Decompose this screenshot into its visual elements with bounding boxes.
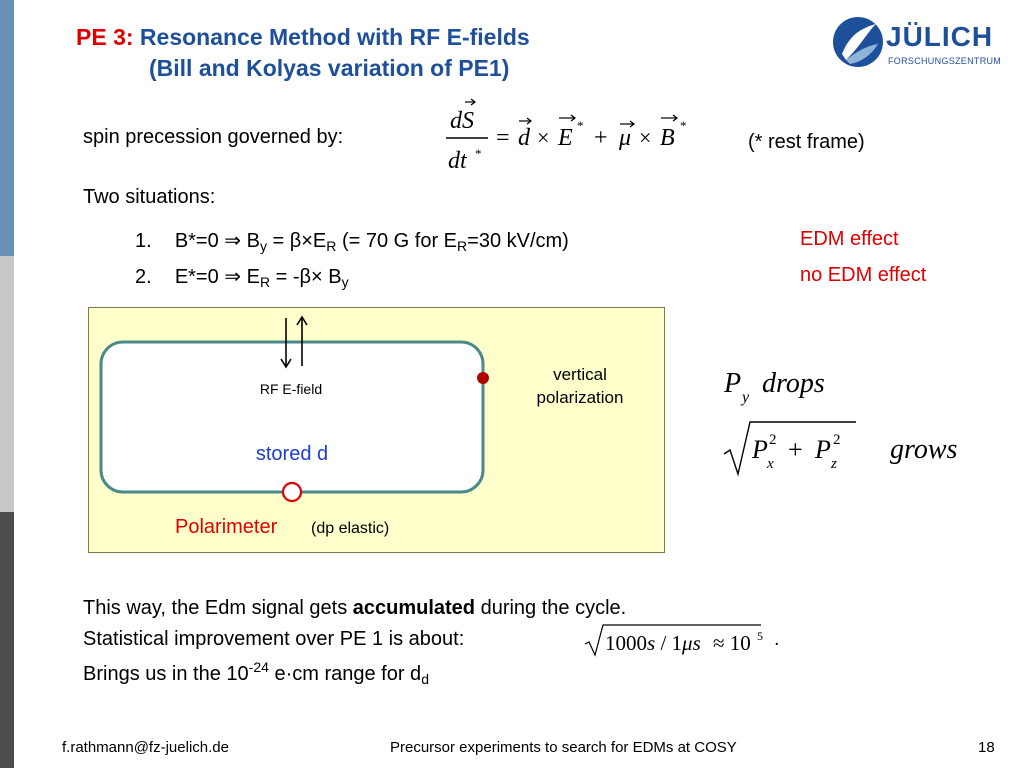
drops-word: drops <box>762 368 825 399</box>
situation-1-tail: =30 kV/cm) <box>467 230 569 252</box>
svg-text:x: x <box>766 456 774 472</box>
vertical-label: vertical <box>553 365 607 384</box>
svg-text:y: y <box>740 389 750 406</box>
situation-2-sub-r: R <box>259 274 271 290</box>
svg-text:P: P <box>814 435 831 464</box>
svg-text:+: + <box>788 435 803 464</box>
rf-field-label: RF E-field <box>260 381 322 397</box>
rest-frame-note: (* rest frame) <box>748 131 865 153</box>
situation-2-mid: = -β× B <box>270 266 342 288</box>
side-bar-dark <box>0 512 14 768</box>
side-bar-blue <box>0 0 14 256</box>
situation-1-paren: (= 70 G for E <box>336 230 458 252</box>
body-line-2: Statistical improvement over PE 1 is abo… <box>83 628 465 650</box>
storage-ring-shape <box>99 340 485 494</box>
situation-2-num: 2. <box>135 266 152 288</box>
situation-1-text: B*=0 ⇒ B <box>174 230 260 252</box>
logo-wordmark: JÜLICH <box>886 21 994 52</box>
ring-diagram: RF E-field stored d vertical polarizatio… <box>88 307 665 553</box>
dd-subscript: d <box>421 671 429 687</box>
svg-text:*: * <box>475 146 482 161</box>
svg-text:*: * <box>680 118 687 133</box>
svg-text:5: 5 <box>757 629 763 643</box>
polarization-dot-icon <box>477 372 489 384</box>
title-main: Resonance Method with RF E-fields <box>139 24 530 50</box>
svg-text:2: 2 <box>769 432 777 448</box>
footer-title: Precursor experiments to search for EDMs… <box>390 739 737 756</box>
spin-text: spin precession governed by: <box>83 126 344 148</box>
no-edm-effect-label: no EDM effect <box>800 264 927 286</box>
polarimeter-note: (dp elastic) <box>311 520 389 537</box>
svg-text:d: d <box>518 125 531 151</box>
spin-equation: dS dt * = d × E * + μ × B * <box>446 98 687 174</box>
improvement-formula: 1000s / 1μs ≈ 10 5 <box>584 624 763 657</box>
svg-text:dt: dt <box>448 148 468 174</box>
body-line-1-a: This way, the Edm signal gets <box>83 597 353 619</box>
py-drops-formula: P y drops <box>723 368 825 406</box>
polarimeter-marker-icon <box>281 481 303 503</box>
situation-2: 2. E*=0 ⇒ ER = -β× By <box>135 264 349 290</box>
svg-text:1000s / 1μs: 1000s / 1μs <box>605 631 701 655</box>
svg-text:dS: dS <box>450 108 474 134</box>
body-line-1: This way, the Edm signal gets accumulate… <box>83 597 626 620</box>
title-line2: (Bill and Kolyas variation of PE1) <box>149 55 510 81</box>
stored-d-label: stored d <box>256 443 328 465</box>
svg-text:×: × <box>537 125 549 150</box>
situation-2-text: E*=0 ⇒ E <box>174 266 260 288</box>
rf-field-arrows-icon <box>280 315 308 369</box>
two-situations: Two situations: <box>83 186 216 208</box>
polarimeter-label: Polarimeter <box>175 516 278 538</box>
slide-title: PE 3: Resonance Method with RF E-fields … <box>76 22 530 84</box>
svg-text:B: B <box>660 125 675 151</box>
pxpz-grows-formula: P 2 x + P 2 z grows <box>723 421 958 477</box>
situation-1: 1. B*=0 ⇒ By = β×ER (= 70 G for ER=30 kV… <box>135 228 569 254</box>
title-prefix: PE 3: <box>76 24 134 50</box>
juelich-logo: JÜLICH FORSCHUNGSZENTRUM <box>832 14 1002 74</box>
edm-effect-label: EDM effect <box>800 228 899 250</box>
polarization-label: polarization <box>537 388 624 407</box>
page-number: 18 <box>978 739 995 756</box>
svg-text:P: P <box>723 368 741 399</box>
situation-1-sub-r2: R <box>457 238 468 254</box>
situation-1-sub-y: y <box>259 238 267 254</box>
svg-text:P: P <box>751 435 768 464</box>
side-bar-gray <box>0 256 14 512</box>
footer-email: f.rathmann@fz-juelich.de <box>62 739 229 756</box>
body-line-3: Brings us in the 10-24 e·cm range for dd <box>83 659 429 687</box>
svg-text:*: * <box>577 118 584 133</box>
svg-text:≈ 10: ≈ 10 <box>713 631 751 655</box>
situation-2-sub-y: y <box>341 274 349 290</box>
svg-text:z: z <box>830 456 837 472</box>
svg-text:×: × <box>639 125 651 150</box>
svg-text:2: 2 <box>833 432 841 448</box>
svg-text:+: + <box>594 125 608 151</box>
accumulated-word: accumulated <box>352 597 476 619</box>
grows-word: grows <box>890 434 958 465</box>
exponent: -24 <box>248 659 269 675</box>
body-line-1-c: during the cycle. <box>475 597 627 619</box>
situation-1-sub-r: R <box>326 238 337 254</box>
logo-subtitle: FORSCHUNGSZENTRUM <box>888 56 1002 66</box>
body-line-3-b: e·cm range for d <box>268 663 422 685</box>
situation-1-num: 1. <box>135 230 152 252</box>
situation-1-mid: = β×E <box>266 230 327 252</box>
svg-text:E: E <box>557 125 573 151</box>
body-line-3-a: Brings us in the 10 <box>83 663 249 685</box>
logo-mark-icon <box>833 17 883 67</box>
svg-text:μ: μ <box>618 125 631 151</box>
svg-text:=: = <box>496 125 510 151</box>
ring-diagram-graphic: RF E-field stored d vertical polarizatio… <box>99 315 624 538</box>
body-line-2-dot: . <box>774 628 780 650</box>
